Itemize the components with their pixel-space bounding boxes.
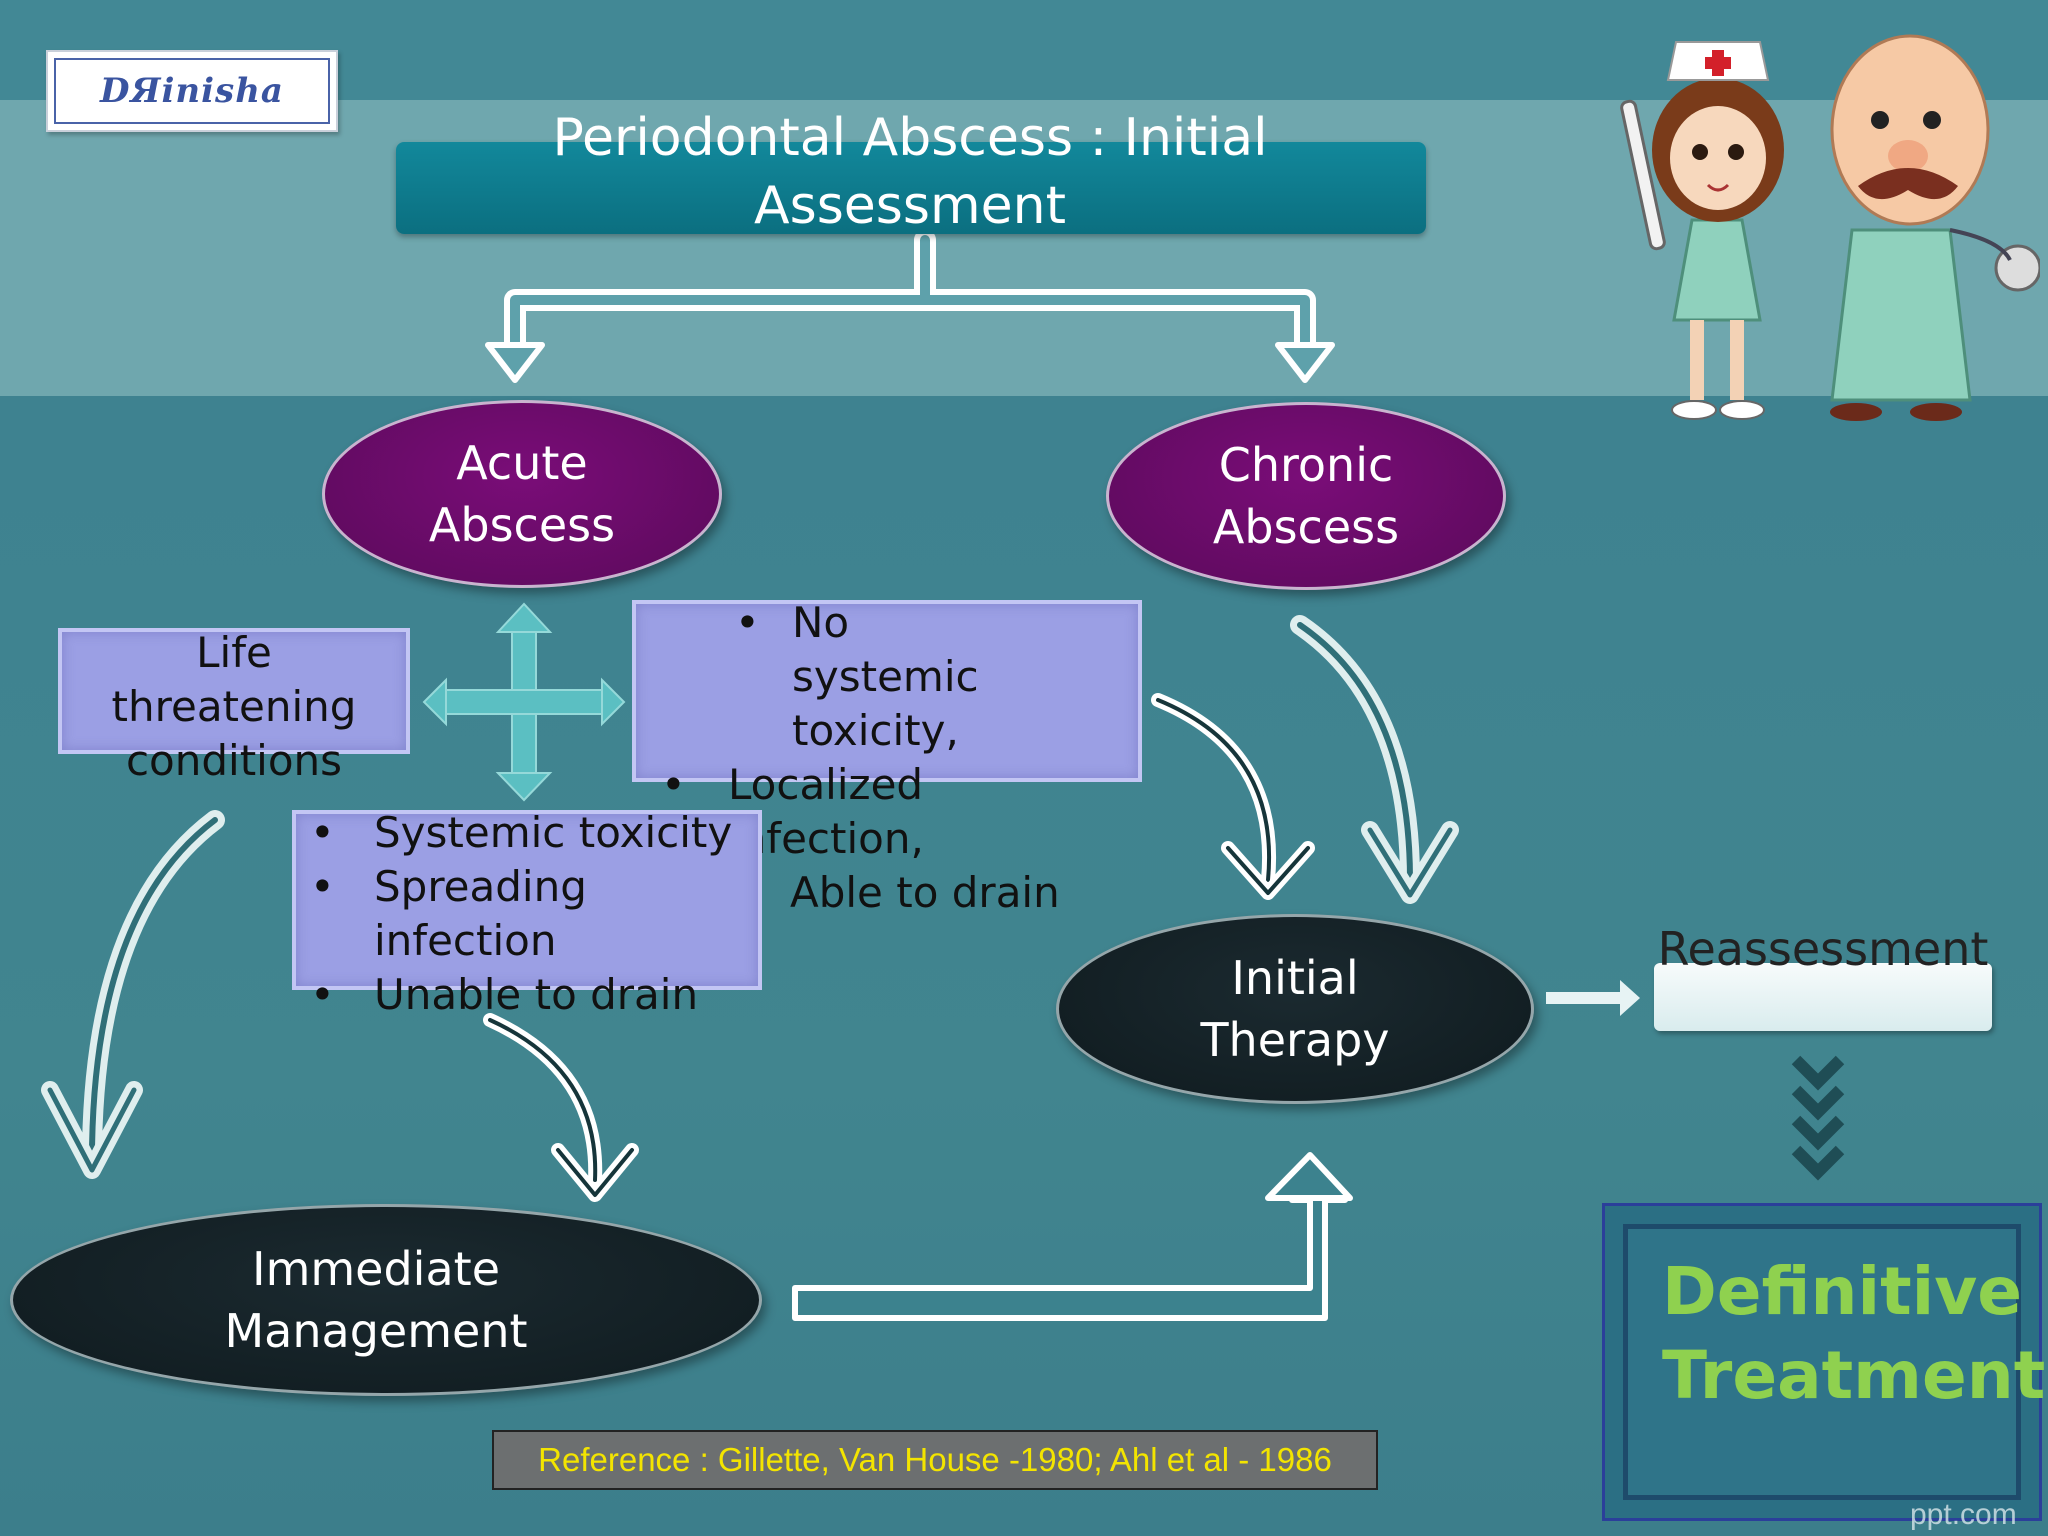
medical-staff-illustration xyxy=(1620,34,2040,421)
acute-abscess-label: Acute Abscess xyxy=(428,436,616,552)
slide-title: Periodontal Abscess : Initial Assessment xyxy=(552,108,1268,236)
systemic-box xyxy=(292,810,762,990)
chronic-abscess-label: Chronic Abscess xyxy=(1212,438,1400,554)
reassess-arrow xyxy=(1546,980,1640,1016)
reassessment-label: Reassessment xyxy=(1657,922,1989,976)
curve-arrow-left xyxy=(41,810,225,1179)
reference-box: Reference : Gillette, Van House -1980; A… xyxy=(492,1430,1378,1490)
split-arrow xyxy=(485,229,1335,383)
logo-text: DЯinisha xyxy=(100,71,284,111)
doctor-cartoon xyxy=(1830,34,2040,421)
no-systemic-item: • No systemic toxicity, xyxy=(735,598,979,755)
acute-abscess-node: Acute Abscess xyxy=(322,400,722,588)
life-threatening-box xyxy=(58,628,410,754)
immediate-management-label: Immediate Management xyxy=(224,1242,528,1358)
definitive-treatment-label: Definitive Treatment xyxy=(1662,1253,2046,1414)
systemic-toxicity-item: • Systemic toxicity xyxy=(310,808,733,857)
immediate-management-node: Immediate Management xyxy=(10,1204,762,1396)
life-threatening-label: Life threatening conditions xyxy=(111,628,357,785)
reassessment-box xyxy=(1654,963,1992,1031)
spreading-infection-item: • Spreading infection xyxy=(310,862,587,965)
watermark: ppt.com xyxy=(1910,1498,2017,1531)
brand-logo: DЯinisha xyxy=(46,50,338,132)
chronic-abscess-node: Chronic Abscess xyxy=(1106,402,1506,590)
curve-arrow-localized xyxy=(1151,693,1315,900)
curve-arrow-chronic xyxy=(1290,615,1459,904)
initial-therapy-node: Initial Therapy xyxy=(1056,914,1534,1104)
systemic-list: • Systemic toxicity • Spreading infectio… xyxy=(306,806,766,1022)
reference-text: Reference : Gillette, Van House -1980; A… xyxy=(538,1441,1332,1478)
unable-to-drain-item: • Unable to drain xyxy=(310,970,699,1019)
definitive-treatment-box xyxy=(1602,1203,2042,1521)
title-box xyxy=(396,142,1426,234)
nurse-cartoon xyxy=(1620,41,1784,420)
initial-therapy-label: Initial Therapy xyxy=(1200,951,1390,1067)
four-way-arrow-icon xyxy=(422,602,626,802)
no-systemic-box xyxy=(632,600,1142,782)
curve-arrow-systemic xyxy=(483,1013,639,1202)
elbow-arrow xyxy=(792,1152,1353,1321)
chevron-down-icon xyxy=(1791,1055,1845,1181)
